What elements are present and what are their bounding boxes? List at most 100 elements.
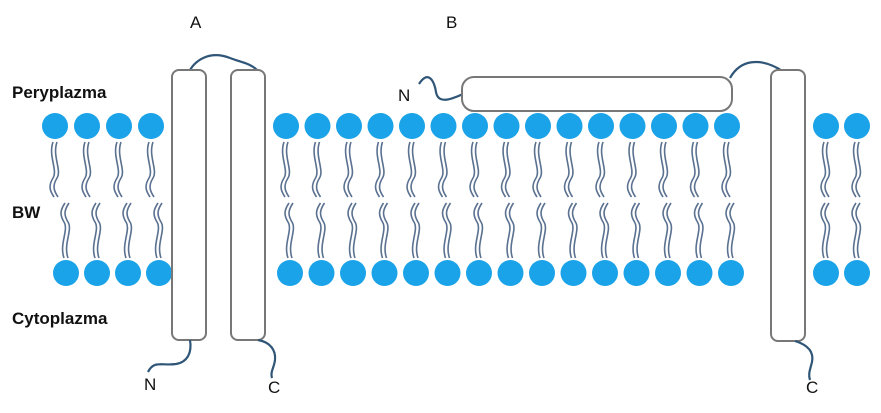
protein-b-n-terminus-label: N — [398, 86, 410, 105]
lipid-tail — [117, 141, 124, 198]
protein-b — [418, 60, 814, 381]
lipid-tail — [634, 202, 641, 259]
lipid-tail — [725, 141, 732, 198]
lipid-tail — [49, 141, 56, 198]
lipid-head — [336, 113, 362, 139]
lipid-head — [497, 260, 524, 286]
lipid-head — [434, 260, 461, 286]
lipid-head — [651, 113, 677, 139]
lipid-head — [403, 260, 429, 286]
lipid-tail — [122, 202, 129, 259]
lipid-head — [686, 260, 713, 286]
lipid-head — [529, 260, 555, 286]
lipid-head — [399, 113, 425, 139]
lipid-head — [844, 113, 870, 139]
lipid-tail — [536, 141, 543, 198]
protein-a-label: A — [190, 13, 202, 32]
lipid-tails — [49, 141, 862, 259]
lipid-head — [619, 113, 646, 139]
lipid-tail — [441, 202, 448, 259]
membrane-label: BW — [12, 203, 41, 222]
lipid-tail — [540, 202, 547, 259]
lipid-tail — [662, 202, 669, 259]
lipid-tail — [855, 141, 862, 198]
lipid-tail — [729, 202, 736, 259]
inner-lipid-heads — [53, 260, 870, 286]
lipid-tail — [64, 202, 71, 259]
lipid-head — [308, 260, 335, 286]
lipid-tail — [851, 141, 858, 198]
lipid-head — [588, 113, 614, 139]
lipid-head — [106, 113, 132, 139]
lipid-tail — [347, 141, 354, 198]
periplasm-label: Peryplazma — [12, 83, 107, 102]
lipid-head — [556, 113, 583, 139]
lipid-tail — [157, 202, 164, 259]
lipid-tail — [603, 202, 610, 259]
protein-a-c-terminus-label: C — [268, 378, 280, 397]
lipid-tail — [284, 202, 291, 259]
lipid-tail — [95, 202, 102, 259]
lipid-tail — [532, 141, 539, 198]
lipid-head — [592, 260, 618, 286]
lipid-tail — [343, 141, 350, 198]
lipid-tail — [824, 141, 831, 198]
lipid-tail — [81, 141, 88, 198]
lipid-tail — [473, 202, 480, 259]
lipid-head — [430, 113, 457, 139]
lipid-tail — [563, 141, 570, 198]
lipid-head — [655, 260, 681, 286]
lipid-head — [813, 113, 839, 139]
protein-b-transmembrane-helix — [770, 69, 806, 342]
lipid-head — [273, 113, 299, 139]
protein-a-c-terminus-tail — [257, 338, 277, 379]
lipid-head — [371, 260, 398, 286]
lipid-tail — [410, 202, 417, 259]
lipid-tail — [315, 141, 322, 198]
lipid-head — [560, 260, 587, 286]
lipid-tail — [445, 202, 452, 259]
lipid-tail — [725, 202, 732, 259]
protein-a-n-terminus-tail — [147, 339, 192, 373]
lipid-head — [74, 113, 100, 139]
lipid-tail — [85, 141, 92, 198]
lipid-tail — [378, 202, 385, 259]
lipid-head — [53, 260, 79, 286]
lipid-head — [277, 260, 303, 286]
lipid-tail — [374, 141, 381, 198]
lipid-tail — [441, 141, 448, 198]
protein-b-amphipathic-helix — [461, 76, 733, 112]
lipid-tail — [536, 202, 543, 259]
lipid-tail — [626, 141, 633, 198]
lipid-head — [304, 113, 331, 139]
lipid-head — [84, 260, 110, 286]
lipid-tail — [693, 141, 700, 198]
lipid-tail — [689, 141, 696, 198]
lipid-tail — [311, 141, 318, 198]
lipid-tail — [149, 141, 156, 198]
lipid-tail — [571, 202, 578, 259]
protein-a-helix-2 — [230, 69, 266, 341]
lipid-tail — [284, 141, 291, 198]
lipid-head — [138, 113, 164, 139]
lipid-tail — [851, 202, 858, 259]
lipid-tail — [113, 141, 120, 198]
lipid-tail — [658, 141, 665, 198]
cytoplasm-label: Cytoplazma — [12, 309, 108, 328]
lipid-head — [42, 113, 68, 139]
lipid-head — [367, 113, 394, 139]
lipid-tail — [351, 202, 358, 259]
lipid-tail — [820, 141, 827, 198]
protein-b-label: B — [446, 13, 457, 32]
lipid-head — [718, 260, 744, 286]
protein-a-helix-1 — [171, 69, 207, 341]
lipid-tail — [855, 202, 862, 259]
lipid-tail — [630, 141, 637, 198]
lipid-tail — [666, 202, 673, 259]
lipid-head — [682, 113, 709, 139]
lipid-head — [146, 260, 172, 286]
lipid-tail — [599, 202, 606, 259]
protein-b-c-terminus-label: C — [806, 378, 818, 397]
protein-a — [147, 54, 277, 379]
